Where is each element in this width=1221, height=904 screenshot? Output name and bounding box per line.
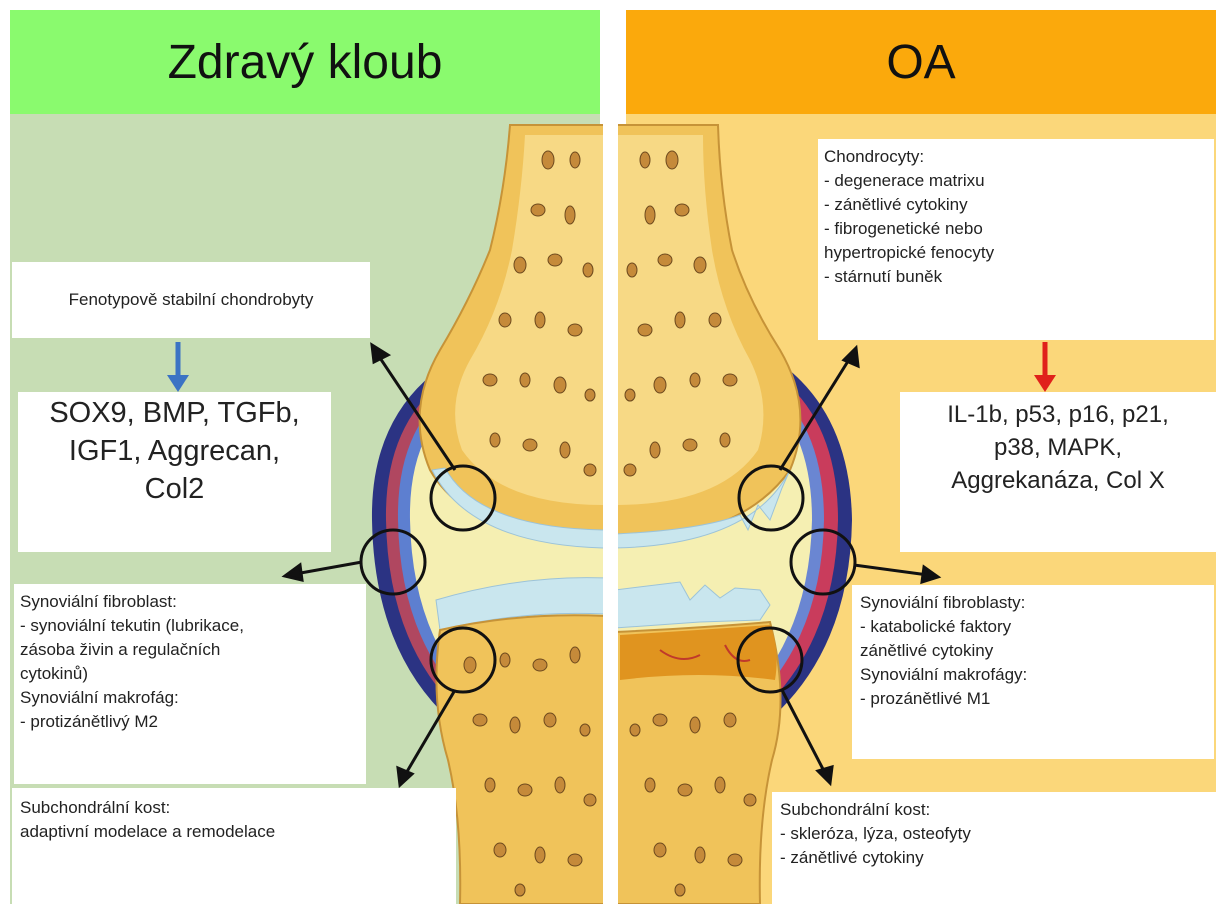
phenotype-box: Fenotypově stabilní chondrobyty	[12, 262, 370, 338]
oa-bone-box: Subchondrální kost: - skleróza, lýza, os…	[772, 792, 1216, 904]
oa-chondrocyte-box: Chondrocyty: - degenerace matrixu - záně…	[818, 139, 1214, 340]
oa-chondro-line-3: - zánětlivé cytokiny	[824, 193, 1214, 217]
healthy-bone-line-2: adaptivní modelace a remodelace	[20, 820, 456, 844]
healthy-synovial-line-4: cytokinů)	[20, 662, 366, 686]
oa-bone-line-2: - skleróza, lýza, osteofyty	[780, 822, 1216, 846]
oa-synovial-box: Synoviální fibroblasty: - katabolické fa…	[852, 585, 1214, 759]
healthy-markers-line-2: IGF1, Aggrecan,	[18, 432, 331, 470]
healthy-markers-line-3: Col2	[18, 470, 331, 508]
phenotype-text: Fenotypově stabilní chondrobyty	[69, 290, 314, 310]
healthy-synovial-line-5: Synoviální makrofág:	[20, 686, 366, 710]
blue-down-arrow-icon	[167, 342, 189, 392]
oa-markers-box: IL-1b, p53, p16, p21, p38, MAPK, Aggreka…	[900, 392, 1216, 552]
healthy-synovial-line-2: - synoviální tekutin (lubrikace,	[20, 614, 366, 638]
red-down-arrow-icon	[1034, 342, 1056, 392]
oa-joint-drawing	[615, 125, 852, 904]
healthy-bone-line-1: Subchondrální kost:	[20, 796, 456, 820]
oa-bone-line-1: Subchondrální kost:	[780, 798, 1216, 822]
oa-chondro-line-5: hypertropické fenocyty	[824, 241, 1214, 265]
oa-chondro-line-4: - fibrogenetické nebo	[824, 217, 1214, 241]
healthy-markers-box: SOX9, BMP, TGFb, IGF1, Aggrecan, Col2	[18, 392, 331, 552]
healthy-synovial-box: Synoviální fibroblast: - synoviální teku…	[14, 584, 366, 784]
oa-markers-line-2: p38, MAPK,	[900, 431, 1216, 464]
healthy-bone-box: Subchondrální kost: adaptivní modelace a…	[12, 788, 456, 904]
healthy-synovial-line-1: Synoviální fibroblast:	[20, 590, 366, 614]
oa-synovial-line-1: Synoviální fibroblasty:	[860, 591, 1214, 615]
oa-bone-line-3: - zánětlivé cytokiny	[780, 846, 1216, 870]
healthy-synovial-line-6: - protizánětlivý M2	[20, 710, 366, 734]
oa-synovial-line-2: - katabolické faktory	[860, 615, 1214, 639]
oa-chondro-line-6: - stárnutí buněk	[824, 265, 1214, 289]
oa-chondro-line-2: - degenerace matrixu	[824, 169, 1214, 193]
oa-markers-line-3: Aggrekanáza, Col X	[900, 464, 1216, 497]
oa-markers-line-1: IL-1b, p53, p16, p21,	[900, 398, 1216, 431]
oa-chondro-line-1: Chondrocyty:	[824, 145, 1214, 169]
healthy-synovial-line-3: zásoba živin a regulačních	[20, 638, 366, 662]
oa-synovial-line-3: zánětlivé cytokiny	[860, 639, 1214, 663]
oa-synovial-line-4: Synoviální makrofágy:	[860, 663, 1214, 687]
oa-synovial-line-5: - prozánětlivé M1	[860, 687, 1214, 711]
healthy-markers-line-1: SOX9, BMP, TGFb,	[18, 394, 331, 432]
